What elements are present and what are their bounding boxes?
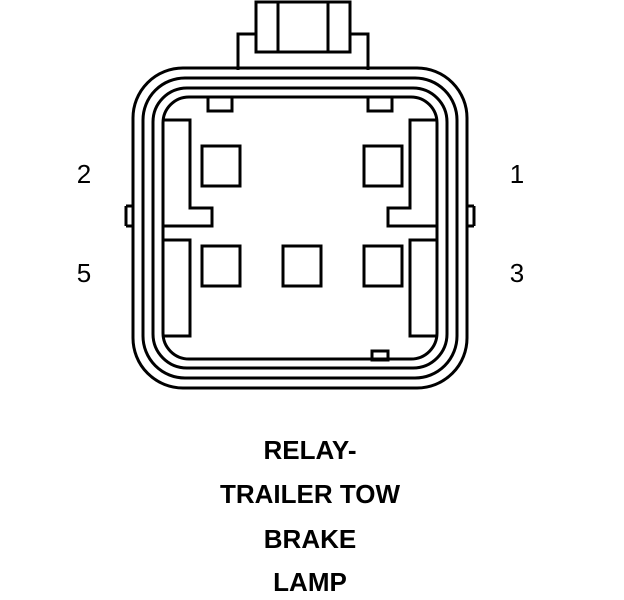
housing-inner	[151, 86, 449, 370]
caption-line-3: BRAKE	[264, 524, 356, 554]
pin-label-2: 2	[77, 159, 91, 189]
terminal-5	[200, 244, 242, 288]
right-lower-rib	[408, 238, 437, 338]
top-tab-right	[366, 95, 394, 113]
top-latch	[236, 0, 370, 70]
right-upper-rib	[386, 118, 437, 228]
pin-label-3: 3	[510, 258, 524, 288]
pin-label-5: 5	[77, 258, 91, 288]
terminal-4	[281, 244, 323, 288]
caption-line-2: TRAILER TOW	[220, 479, 401, 509]
housing-mid	[141, 76, 459, 380]
top-tab-left	[206, 95, 234, 113]
connector-body	[124, 0, 476, 390]
terminal-1	[362, 144, 404, 188]
side-notches	[124, 204, 476, 228]
bottom-tab	[370, 349, 390, 362]
housing-cavity	[161, 95, 439, 361]
left-upper-rib	[163, 118, 214, 228]
left-lower-rib	[163, 238, 192, 338]
terminal-3	[362, 244, 404, 288]
caption-line-1: RELAY-	[264, 435, 357, 465]
housing-outer	[131, 66, 469, 390]
caption-line-4: LAMP	[273, 567, 347, 597]
terminal-2	[200, 144, 242, 188]
pin-label-1: 1	[510, 159, 524, 189]
